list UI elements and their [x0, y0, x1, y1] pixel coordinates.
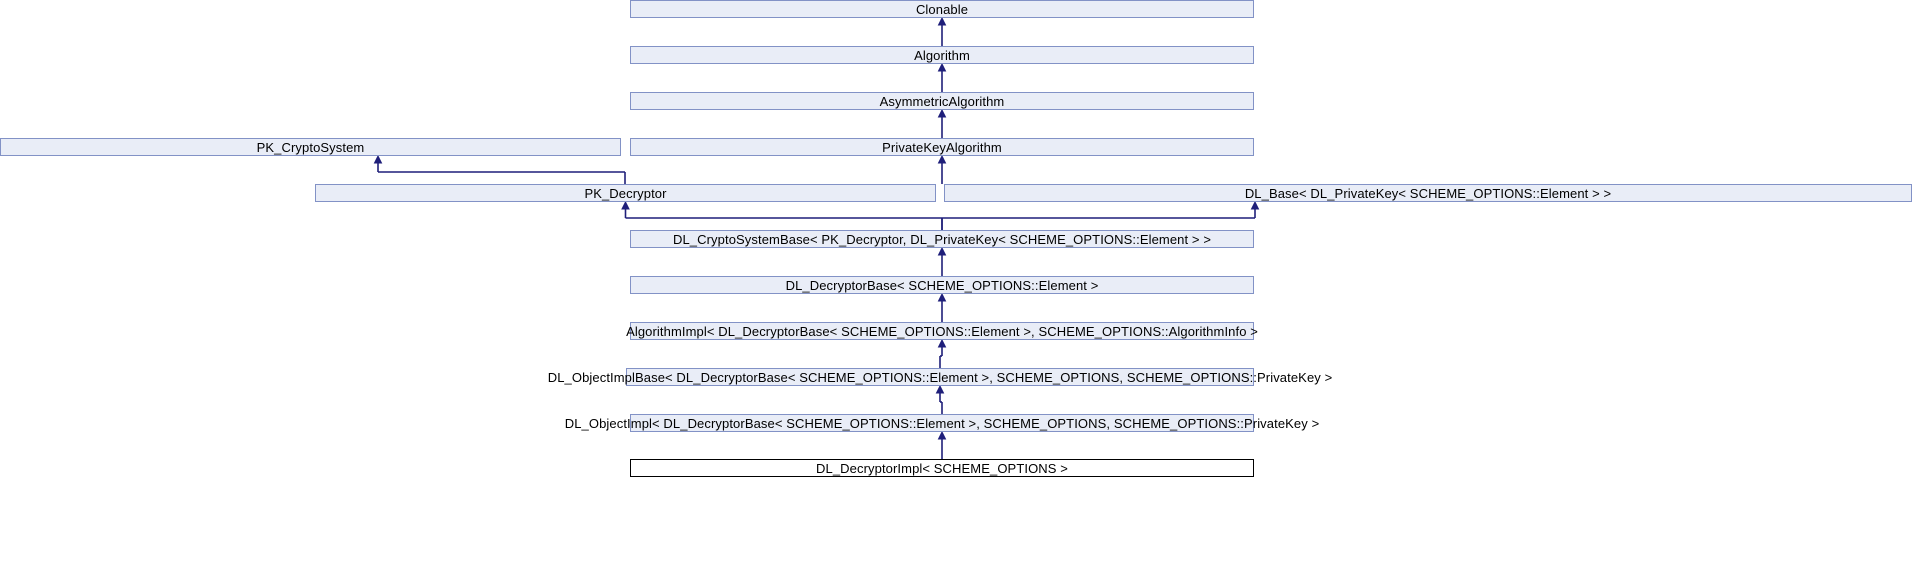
- class-node-pk-cryptosystem[interactable]: PK_CryptoSystem: [0, 138, 621, 156]
- class-node-pk-decryptor[interactable]: PK_Decryptor: [315, 184, 936, 202]
- class-node-label: PK_CryptoSystem: [256, 139, 365, 155]
- class-node-label: AsymmetricAlgorithm: [879, 93, 1005, 109]
- class-node-privatekey-algorithm[interactable]: PrivateKeyAlgorithm: [630, 138, 1254, 156]
- class-node-label: Clonable: [915, 1, 969, 17]
- class-node-dl-objectimplbase[interactable]: DL_ObjectImplBase< DL_DecryptorBase< SCH…: [548, 368, 1332, 386]
- class-node-label: PK_Decryptor: [584, 185, 667, 201]
- class-node-dl-decryptorimpl: DL_DecryptorImpl< SCHEME_OPTIONS >: [630, 459, 1254, 477]
- class-node-asymmetric-algorithm[interactable]: AsymmetricAlgorithm: [630, 92, 1254, 110]
- class-node-label: DL_CryptoSystemBase< PK_Decryptor, DL_Pr…: [672, 231, 1212, 247]
- class-node-label: DL_Base< DL_PrivateKey< SCHEME_OPTIONS::…: [1244, 185, 1612, 201]
- class-node-clonable[interactable]: Clonable: [630, 0, 1254, 18]
- class-node-dl-decryptorbase[interactable]: DL_DecryptorBase< SCHEME_OPTIONS::Elemen…: [630, 276, 1254, 294]
- class-node-algorithm[interactable]: Algorithm: [630, 46, 1254, 64]
- class-node-label: DL_ObjectImplBase< DL_DecryptorBase< SCH…: [547, 369, 1333, 385]
- class-node-dl-base[interactable]: DL_Base< DL_PrivateKey< SCHEME_OPTIONS::…: [944, 184, 1912, 202]
- class-node-label: AlgorithmImpl< DL_DecryptorBase< SCHEME_…: [626, 323, 1258, 339]
- class-node-label: DL_DecryptorImpl< SCHEME_OPTIONS >: [816, 460, 1068, 476]
- class-node-dl-objectimpl[interactable]: DL_ObjectImpl< DL_DecryptorBase< SCHEME_…: [565, 414, 1319, 432]
- class-node-label: Algorithm: [914, 47, 970, 63]
- class-node-label: DL_DecryptorBase< SCHEME_OPTIONS::Elemen…: [785, 277, 1099, 293]
- class-node-algorithmimpl[interactable]: AlgorithmImpl< DL_DecryptorBase< SCHEME_…: [626, 322, 1258, 340]
- class-node-label: PrivateKeyAlgorithm: [882, 139, 1002, 155]
- class-node-dl-cryptosystembase[interactable]: DL_CryptoSystemBase< PK_Decryptor, DL_Pr…: [630, 230, 1254, 248]
- class-node-label: DL_ObjectImpl< DL_DecryptorBase< SCHEME_…: [564, 415, 1320, 431]
